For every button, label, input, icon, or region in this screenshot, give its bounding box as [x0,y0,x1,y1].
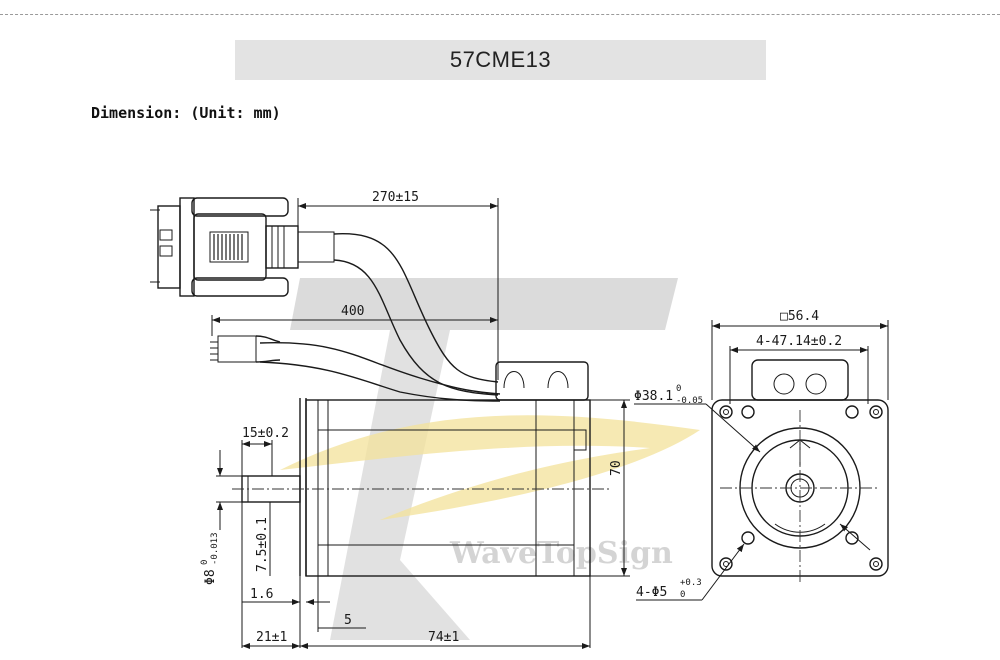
body-length-label: 74±1 [428,630,459,645]
holes-tol-upper: +0.3 [680,578,702,588]
cable-encoder-length-label: 270±15 [372,190,419,205]
boss-width-label: 5 [344,613,352,628]
shaft-length-label: 21±1 [256,630,287,645]
model-title: 57CME13 [449,47,552,72]
flange-thickness-label: 1.6 [250,587,273,602]
shaft-tol-upper: 0 [200,560,210,565]
height-label: 70 [609,460,624,476]
top-dashed-separator [0,14,1000,15]
pilot-tol-lower: -0.05 [676,396,703,406]
shaft-diameter-label: Φ8 [203,569,218,585]
shaft-key-length-label: 15±0.2 [242,426,289,441]
shaft-flat-label: 7.5±0.1 [255,517,270,572]
watermark-text: WaveTopSign [449,536,673,571]
mounting-holes-label: 4-Φ5 [636,585,667,600]
motor-side-view [232,361,610,577]
holes-tol-lower: 0 [680,590,685,600]
db9-connector [150,197,335,297]
square-size-label: □56.4 [780,309,819,324]
bolt-spacing-label: 4-47.14±0.2 [756,334,842,349]
motor-front-view [711,359,889,585]
shaft-tol-lower: -0.013 [210,532,220,565]
model-title-banner: 57CME13 [235,40,766,80]
cable-power-length-label: 400 [341,304,364,319]
dimension-heading: Dimension: (Unit: mm) [91,104,281,122]
pilot-tol-upper: 0 [676,384,681,394]
watermark-logo: WaveTopSign [280,278,700,640]
pilot-diameter-label: Φ38.1 [634,389,673,404]
